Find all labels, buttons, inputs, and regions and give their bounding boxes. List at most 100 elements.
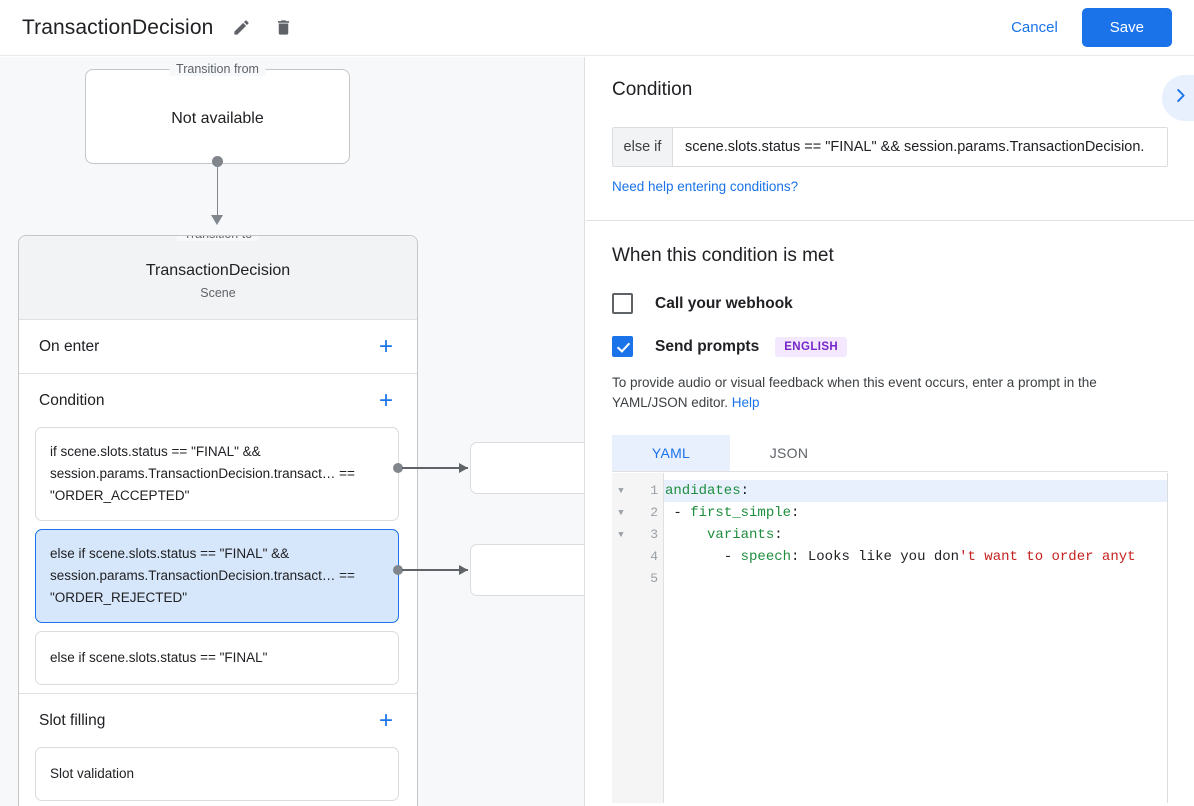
edge-arrow-accepted-icon xyxy=(459,462,468,473)
send-prompts-row: Send prompts ENGLISH xyxy=(612,336,1168,357)
add-slot-filling-button[interactable]: + xyxy=(378,706,393,734)
section-title-on-enter: On enter xyxy=(39,337,100,355)
editor-code-area[interactable]: andidates: - first_simple: variants: - s… xyxy=(664,473,1168,803)
code-token: : xyxy=(791,505,800,521)
pencil-icon xyxy=(232,18,251,37)
section-header-slot-filling: Slot filling + xyxy=(19,694,417,747)
trash-icon xyxy=(274,18,293,37)
fold-arrow-icon[interactable]: ▼ xyxy=(618,530,624,540)
transition-from-legend: Transition from xyxy=(169,62,266,76)
gutter-row: 5 xyxy=(612,568,663,590)
edge-dot-rejected xyxy=(393,565,403,575)
cancel-button[interactable]: Cancel xyxy=(997,10,1072,45)
edge-line-rejected xyxy=(402,569,468,571)
scene-card-header: Transition to TransactionDecision Scene xyxy=(19,236,417,320)
send-prompts-label: Send prompts xyxy=(655,337,760,355)
line-number: 4 xyxy=(650,549,658,564)
condition-input-row: else if xyxy=(612,127,1168,167)
when-condition-met-heading: When this condition is met xyxy=(612,245,834,266)
transition-link-arrowhead-icon xyxy=(211,215,223,225)
code-token: Looks like you don xyxy=(807,549,960,565)
editor-right-edge xyxy=(1167,473,1168,803)
edge-dot-accepted xyxy=(393,463,403,473)
line-number: 5 xyxy=(650,571,658,586)
scene-graph-canvas: Transition from Not available Transition… xyxy=(0,57,585,806)
gutter-row: ▼1 xyxy=(612,480,663,502)
line-number: 3 xyxy=(650,527,658,542)
code-line[interactable]: andidates: xyxy=(664,480,1168,502)
condition-node-final[interactable]: else if scene.slots.status == "FINAL" xyxy=(35,631,399,685)
prompt-description: To provide audio or visual feedback when… xyxy=(612,373,1164,413)
webhook-row: Call your webhook xyxy=(612,293,1168,314)
code-line[interactable]: - first_simple: xyxy=(664,502,1168,524)
section-on-enter: On enter + xyxy=(19,320,417,374)
add-condition-button[interactable]: + xyxy=(378,386,393,414)
transition-from-value: Not available xyxy=(171,110,264,127)
scene-card: Transition to TransactionDecision Scene … xyxy=(18,235,418,806)
section-header-condition: Condition + xyxy=(19,374,417,427)
chevron-right-icon xyxy=(1171,86,1190,110)
code-line[interactable]: - speech: Looks like you don't want to o… xyxy=(664,546,1168,568)
code-token: first_simple xyxy=(690,505,792,521)
scene-type-label: Scene xyxy=(200,286,236,300)
top-app-bar: TransactionDecision Cancel Save xyxy=(0,0,1194,56)
code-token: : xyxy=(791,549,808,565)
section-slot-filling: Slot filling + Slot validation xyxy=(19,694,417,806)
fold-arrow-icon[interactable]: ▼ xyxy=(618,508,624,518)
edit-name-button[interactable] xyxy=(227,14,255,42)
target-node-rejected[interactable] xyxy=(470,544,584,596)
code-token: : xyxy=(774,527,783,543)
code-line[interactable]: variants: xyxy=(664,524,1168,546)
code-token: speech xyxy=(740,549,792,565)
save-button[interactable]: Save xyxy=(1081,8,1172,47)
panel-heading: Condition xyxy=(612,79,693,100)
edge-line-accepted xyxy=(402,467,468,469)
code-token: variants xyxy=(707,527,775,543)
transition-link-line xyxy=(216,161,218,217)
code-token: : xyxy=(740,483,750,499)
delete-button[interactable] xyxy=(269,14,297,42)
tab-json[interactable]: JSON xyxy=(769,445,809,461)
fold-arrow-icon[interactable]: ▼ xyxy=(618,486,624,496)
prompt-description-text: To provide audio or visual feedback when… xyxy=(612,375,1097,410)
code-token: - xyxy=(665,505,691,521)
condition-node-rejected[interactable]: else if scene.slots.status == "FINAL" &&… xyxy=(35,529,399,623)
language-badge: ENGLISH xyxy=(775,336,848,357)
panel-header-section: Condition else if Need help entering con… xyxy=(586,57,1194,221)
section-header-on-enter: On enter + xyxy=(19,320,417,373)
code-line[interactable] xyxy=(664,568,1168,590)
section-title-condition: Condition xyxy=(39,391,105,409)
transition-from-card[interactable]: Transition from Not available xyxy=(85,62,350,164)
panel-body: When this condition is met Call your web… xyxy=(586,221,1194,803)
page-title: TransactionDecision xyxy=(22,15,214,39)
section-condition: Condition + if scene.slots.status == "FI… xyxy=(19,374,417,694)
code-token: andidates xyxy=(665,483,741,499)
condition-input[interactable] xyxy=(673,128,1167,166)
code-token xyxy=(665,527,707,543)
condition-detail-panel: Condition else if Need help entering con… xyxy=(586,57,1194,806)
slot-validation-node[interactable]: Slot validation xyxy=(35,747,399,801)
expand-panel-button[interactable] xyxy=(1162,75,1194,121)
code-token: 't want to order anyt xyxy=(959,549,1136,565)
call-webhook-label: Call your webhook xyxy=(655,294,793,312)
transition-to-legend: Transition to xyxy=(176,236,260,241)
condition-prefix-label: else if xyxy=(613,128,673,166)
line-number: 2 xyxy=(650,505,658,520)
condition-node-accepted[interactable]: if scene.slots.status == "FINAL" && sess… xyxy=(35,427,399,521)
condition-help-link[interactable]: Need help entering conditions? xyxy=(612,179,799,194)
gutter-row: ▼2 xyxy=(612,502,663,524)
gutter-row: 4 xyxy=(612,546,663,568)
scene-name: TransactionDecision xyxy=(145,262,291,279)
tab-yaml[interactable]: YAML xyxy=(612,435,730,471)
section-title-slot-filling: Slot filling xyxy=(39,711,106,729)
code-token: - xyxy=(665,549,741,565)
target-node-accepted[interactable] xyxy=(470,442,584,494)
gutter-row: ▼3 xyxy=(612,524,663,546)
add-on-enter-button[interactable]: + xyxy=(378,332,393,360)
send-prompts-checkbox[interactable] xyxy=(612,336,633,357)
prompt-help-link[interactable]: Help xyxy=(731,395,760,410)
edge-arrow-rejected-icon xyxy=(459,564,468,575)
call-webhook-checkbox[interactable] xyxy=(612,293,633,314)
